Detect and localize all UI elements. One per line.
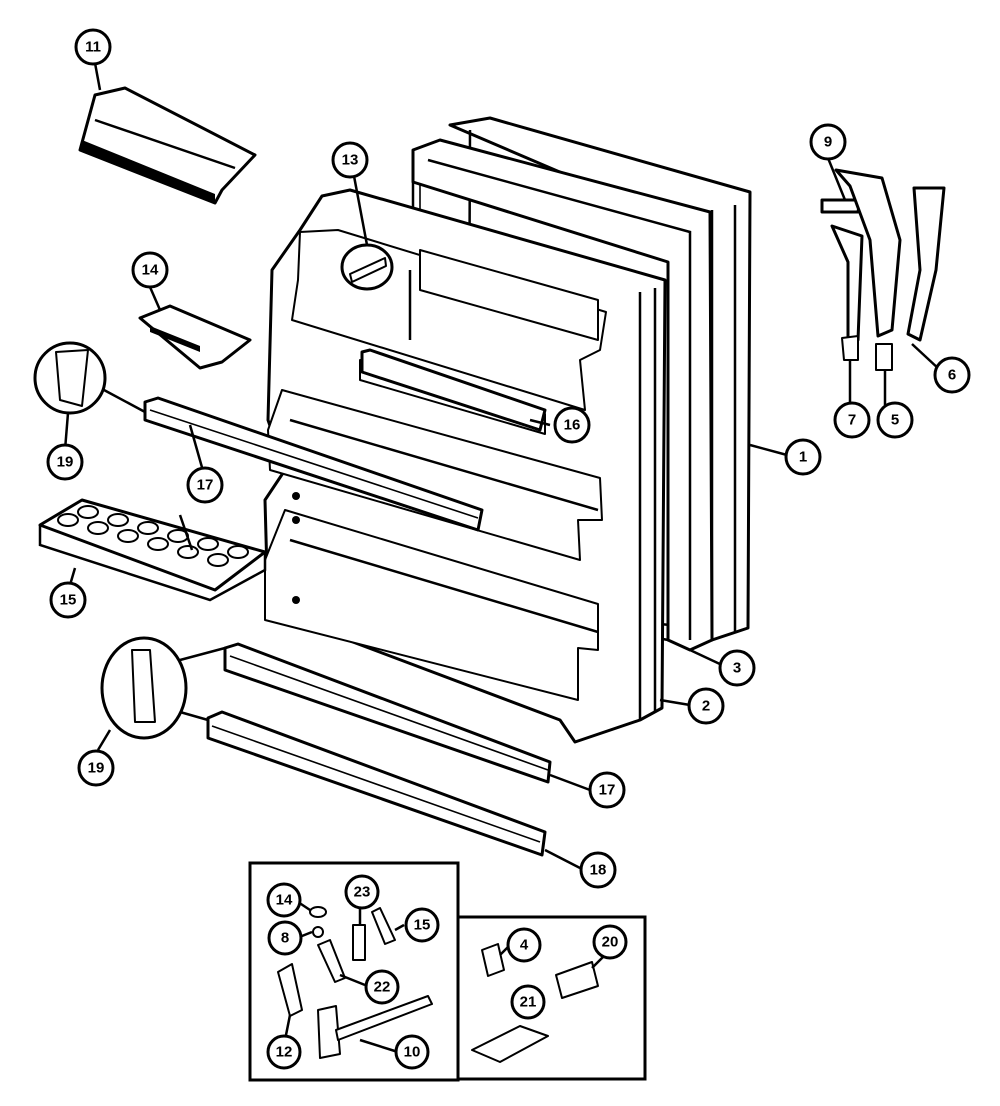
callout-3: 3 xyxy=(718,649,756,687)
svg-text:12: 12 xyxy=(276,1044,293,1061)
callout-4: 4 xyxy=(506,927,542,963)
svg-text:17: 17 xyxy=(599,782,616,799)
door-liner xyxy=(263,188,667,744)
callout-19-upper: 19 xyxy=(46,443,84,481)
svg-text:21: 21 xyxy=(520,994,537,1011)
upper-shelf-bar xyxy=(360,348,547,432)
shelf-bar-upper xyxy=(143,396,484,532)
callout-8: 8 xyxy=(267,920,303,956)
callout-14-top: 14 xyxy=(131,251,169,289)
svg-text:15: 15 xyxy=(414,917,431,934)
callout-5: 5 xyxy=(876,401,914,439)
svg-text:8: 8 xyxy=(281,930,289,947)
svg-text:22: 22 xyxy=(374,979,391,996)
callout-1: 1 xyxy=(784,438,822,476)
callout-14-inset: 14 xyxy=(266,882,302,918)
hinge-part-9 xyxy=(820,168,902,338)
callout-9: 9 xyxy=(809,123,847,161)
callout-15-inset: 15 xyxy=(404,907,440,943)
callout-15-tray: 15 xyxy=(49,581,87,619)
bottom-bar xyxy=(206,710,547,857)
callout-20: 20 xyxy=(592,924,628,960)
callout-2: 2 xyxy=(687,687,725,725)
svg-text:18: 18 xyxy=(590,862,607,879)
svg-text:11: 11 xyxy=(85,39,101,56)
callout-10: 10 xyxy=(394,1034,430,1070)
svg-text:10: 10 xyxy=(404,1044,421,1061)
callout-7: 7 xyxy=(833,401,871,439)
inset-box-hinge-parts xyxy=(456,915,647,1081)
callout-12: 12 xyxy=(266,1034,302,1070)
svg-text:17: 17 xyxy=(197,477,214,494)
callout-16: 16 xyxy=(553,406,591,444)
svg-text:7: 7 xyxy=(848,412,856,429)
svg-text:16: 16 xyxy=(564,417,581,434)
svg-text:23: 23 xyxy=(354,884,371,901)
egg-tray xyxy=(38,498,267,602)
hinge-part-5 xyxy=(875,343,893,371)
svg-text:1: 1 xyxy=(799,449,807,466)
svg-text:9: 9 xyxy=(824,134,832,151)
svg-text:14: 14 xyxy=(142,262,159,279)
callout-13: 13 xyxy=(331,141,369,179)
trim-part-7 xyxy=(830,224,864,361)
shelf-bar-lower xyxy=(223,642,552,784)
callout-22: 22 xyxy=(364,969,400,1005)
svg-text:6: 6 xyxy=(948,367,956,384)
svg-text:3: 3 xyxy=(733,660,741,677)
part-19-detail-upper xyxy=(33,341,146,415)
callout-18: 18 xyxy=(579,851,617,889)
svg-text:2: 2 xyxy=(702,698,710,715)
svg-text:14: 14 xyxy=(276,892,293,909)
callout-17-lower: 17 xyxy=(588,771,626,809)
svg-text:5: 5 xyxy=(891,412,899,429)
callout-17-upper: 17 xyxy=(186,466,224,504)
svg-text:4: 4 xyxy=(520,937,529,954)
callout-21: 21 xyxy=(510,984,546,1020)
callout-6: 6 xyxy=(933,356,971,394)
svg-text:19: 19 xyxy=(57,454,74,471)
callout-23: 23 xyxy=(344,874,380,910)
callout-19-lower: 19 xyxy=(77,749,115,787)
svg-text:20: 20 xyxy=(602,934,619,951)
svg-text:19: 19 xyxy=(88,760,105,777)
part-13-hinge-cap-detail xyxy=(340,243,394,291)
part-19-detail-lower xyxy=(100,636,226,740)
egg-bin-cover xyxy=(138,304,252,370)
butter-compartment xyxy=(78,86,257,205)
callout-11: 11 xyxy=(74,28,112,66)
trim-part-6 xyxy=(906,186,946,342)
svg-text:15: 15 xyxy=(60,592,77,609)
svg-text:13: 13 xyxy=(342,152,359,169)
callouts: 11 13 9 14 6 7 5 19 16 1 17 15 3 2 19 17… xyxy=(46,28,971,1070)
